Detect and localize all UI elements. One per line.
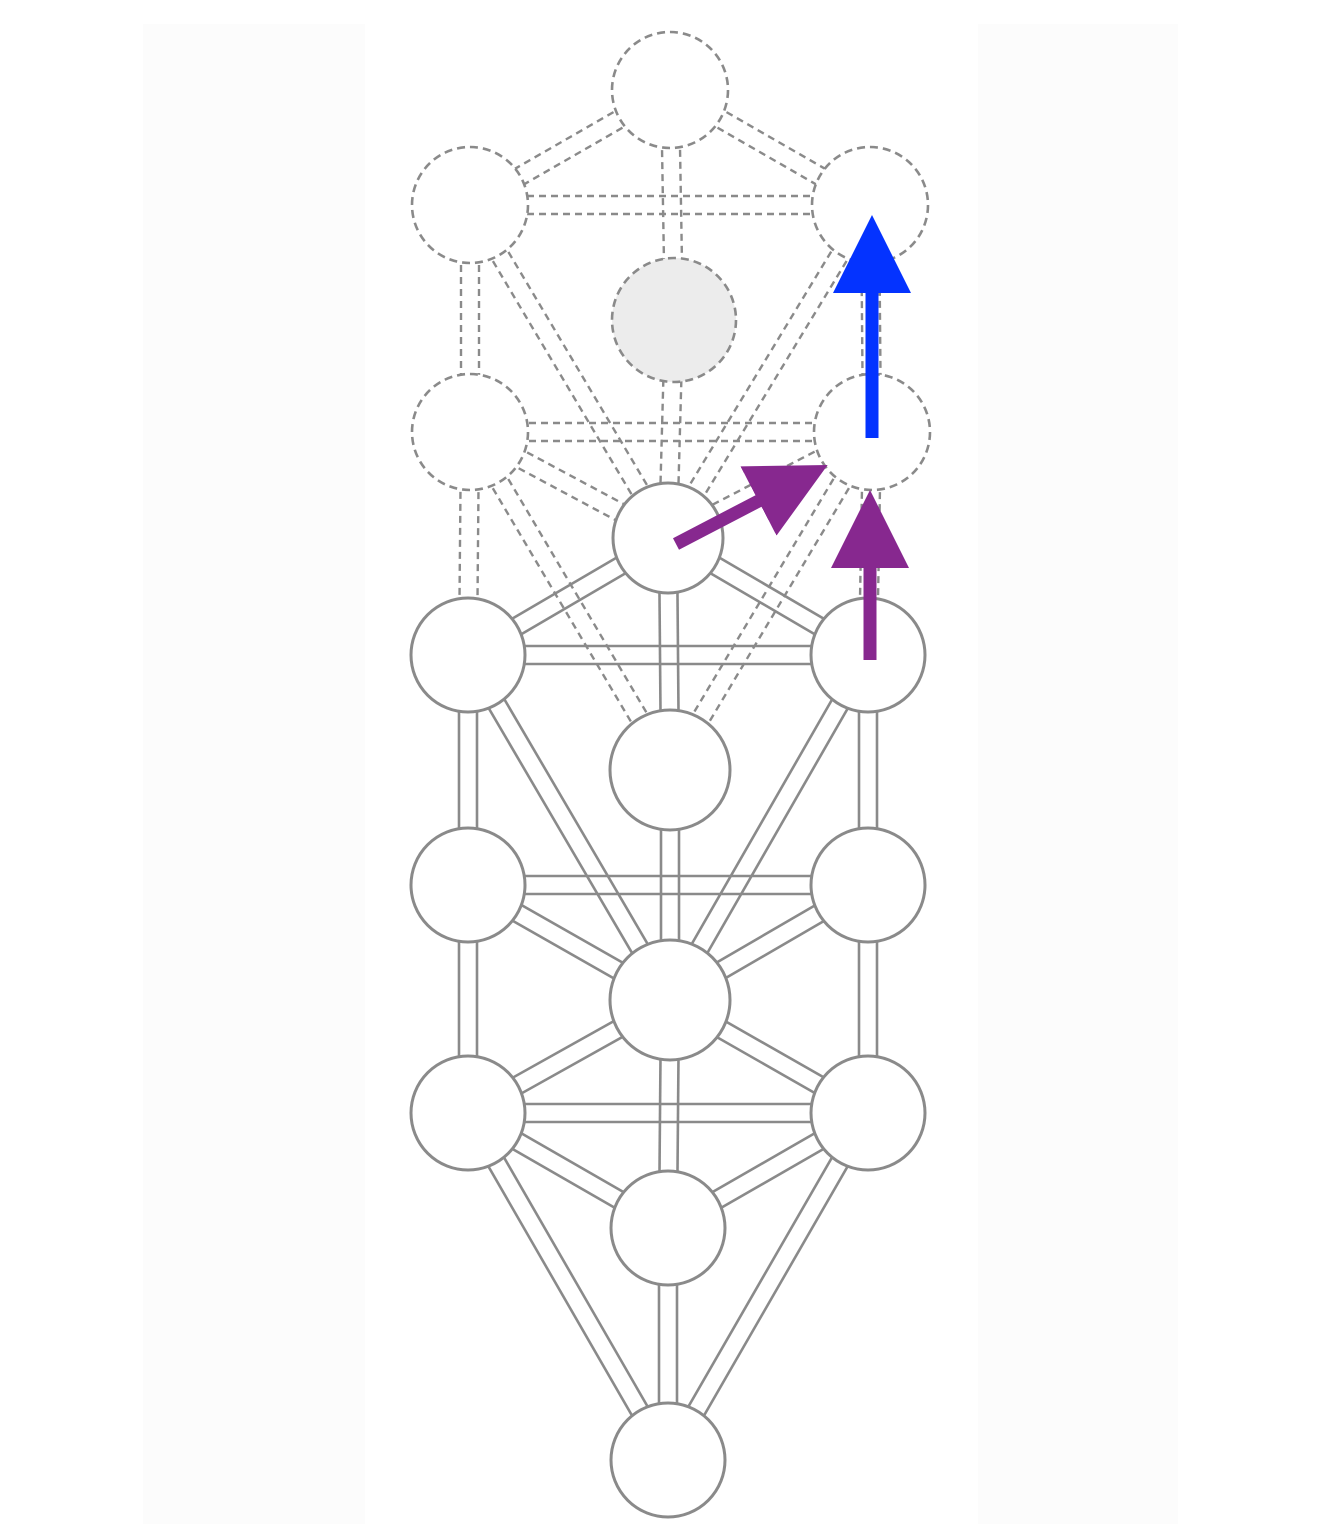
nodes (409, 30, 932, 1519)
node-tiphareth (608, 938, 732, 1062)
dashed-path-upper-chesed-to-upper-geburah (470, 421, 872, 443)
node-upper-binah (410, 145, 530, 265)
node-lower-daath (608, 708, 732, 832)
arrows (672, 215, 911, 660)
dashed-path-upper-binah-to-lower-kether (461, 199, 677, 544)
path-lower-chokmah-to-lower-binah (468, 644, 868, 666)
node-upper-daath (610, 256, 738, 384)
path-lower-binah-to-tiphareth (459, 649, 679, 1006)
path-lower-chokmah-to-tiphareth (661, 649, 877, 1006)
node-hod (409, 1054, 527, 1172)
node-netzach (809, 1054, 927, 1172)
node-lower-kether (611, 481, 725, 595)
left-panel (143, 24, 365, 1524)
node-upper-chokmah (810, 145, 930, 265)
node-malkuth (609, 1401, 727, 1519)
node-geburah (409, 826, 527, 944)
dashed-path-upper-geburah-to-lower-daath (461, 426, 679, 776)
node-upper-kether (610, 30, 730, 150)
node-lower-binah (409, 596, 527, 714)
path-netzach-to-malkuth (659, 1107, 877, 1466)
arrow-center-to-upper-right (672, 464, 828, 550)
path-chesed-to-geburah (468, 874, 868, 896)
path-netzach-to-hod (468, 1102, 868, 1124)
node-upper-geburah (410, 372, 530, 492)
right-panel (978, 24, 1178, 1524)
dashed-path-upper-chokmah-to-upper-binah (470, 194, 870, 216)
node-chesed (809, 826, 927, 944)
path-hod-to-malkuth (459, 1107, 677, 1466)
node-yesod (609, 1169, 727, 1287)
